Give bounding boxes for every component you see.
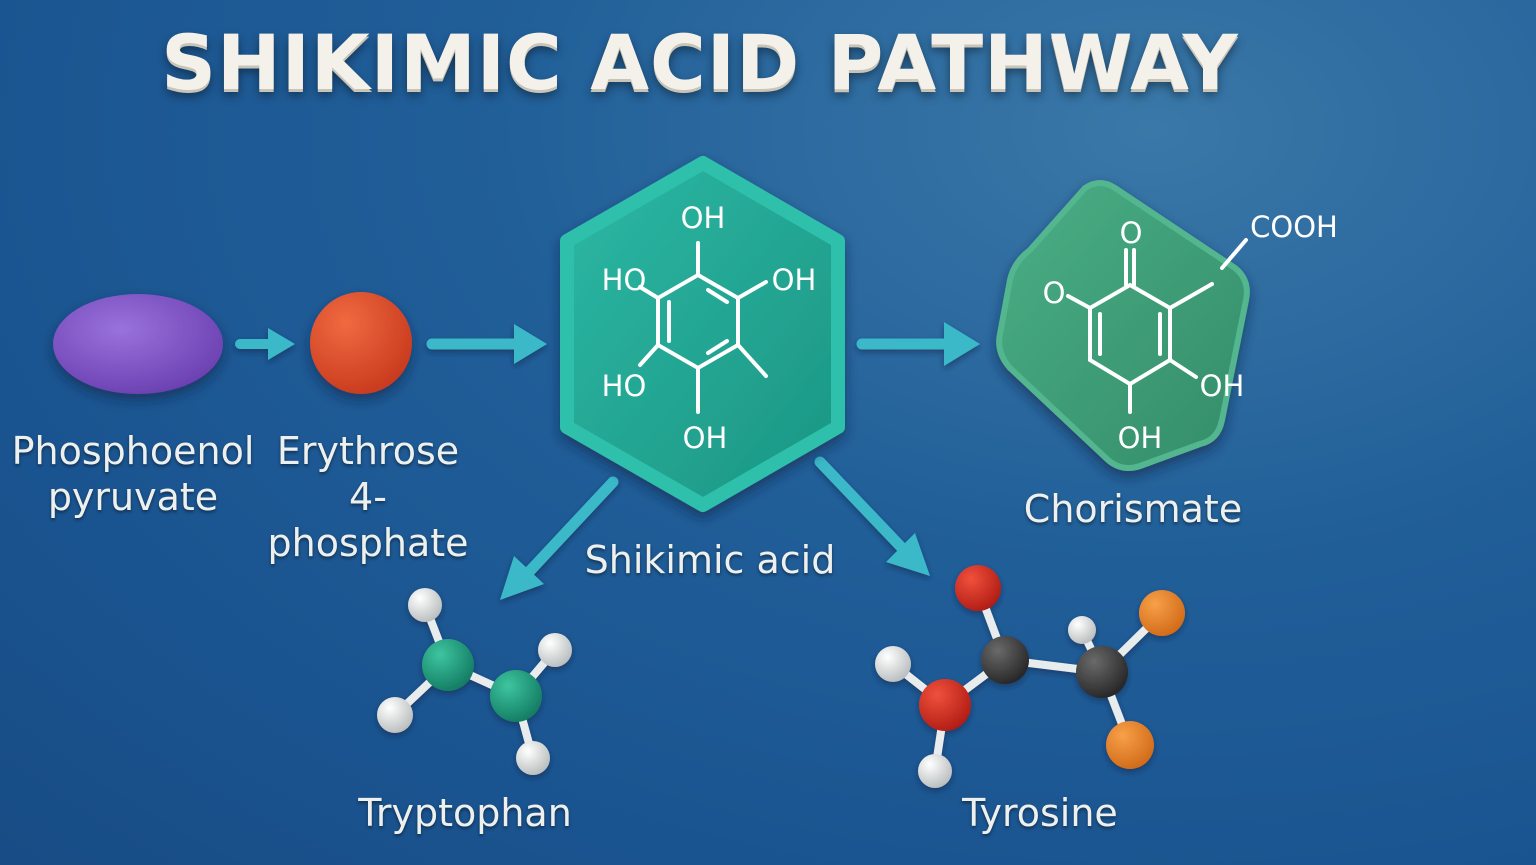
tryptophan-molecule [377, 588, 572, 775]
tyrosine-c-atom [981, 636, 1029, 684]
tyrosine-h-atom [1068, 616, 1096, 644]
chorismate-group-cooh: COOH [1250, 210, 1338, 244]
phosphoenolpyruvate-label-line1: Phosphoenol [11, 429, 255, 473]
tyrosine-o-atom [919, 679, 971, 731]
shikimic-group-lower-left: HO [602, 369, 647, 403]
erythrose-4-phosphate-label-line1: Erythrose [276, 429, 460, 473]
phosphoenolpyruvate-label: Phosphoenol pyruvate [10, 428, 256, 520]
arrow-shikimic-to-chorismate [856, 322, 980, 366]
tyrosine-o-atom [955, 565, 1001, 611]
chorismate-structure: O O COOH OH OH [996, 180, 1338, 471]
erythrose-4-phosphate-label: Erythrose 4-phosphate [250, 428, 486, 566]
phosphoenolpyruvate-shape [53, 294, 223, 394]
tyrosine-molecule [875, 565, 1185, 788]
chorismate-group-top: O [1120, 216, 1143, 250]
shikimic-acid-label: Shikimic acid [584, 538, 836, 582]
tryptophan-label: Tryptophan [358, 791, 572, 835]
shikimic-acid-structure: OH HO OH HO OH [560, 156, 845, 512]
chorismate-group-bottom: OH [1118, 421, 1163, 455]
tryptophan-h-atom [408, 588, 442, 622]
arrow-shikimic-to-tryptophan [500, 476, 619, 600]
tyrosine-label: Tyrosine [962, 791, 1118, 835]
tyrosine-orange-atom [1106, 721, 1154, 769]
arrow-e4p-to-shikimic [426, 324, 547, 364]
tryptophan-h-atom [538, 633, 572, 667]
tyrosine-orange-atom [1139, 590, 1185, 636]
shikimic-acid-hexagon [560, 156, 845, 512]
page-title: SHIKIMIC ACID PATHWAY [161, 18, 1239, 107]
erythrose-4-phosphate-label-line2: 4-phosphate [267, 475, 469, 565]
tyrosine-h-atom [918, 754, 952, 788]
chorismate-label: Chorismate [1023, 487, 1243, 531]
arrow-pep-to-e4p [235, 328, 295, 360]
erythrose-4-phosphate-shape [310, 292, 412, 394]
shikimic-group-upper-right: OH [772, 263, 817, 297]
tryptophan-atom [490, 670, 542, 722]
tyrosine-c-atom [1076, 646, 1128, 698]
tryptophan-h-atom [377, 697, 413, 733]
shikimic-group-upper-left: HO [602, 263, 647, 297]
shikimic-group-bottom: OH [683, 421, 728, 455]
shikimic-group-top: OH [681, 201, 726, 235]
chorismate-shape [996, 180, 1250, 471]
arrows [235, 322, 980, 600]
tryptophan-h-atom [516, 741, 550, 775]
chorismate-group-lower-right: OH [1200, 369, 1245, 403]
chorismate-group-left: O [1043, 276, 1066, 310]
arrow-shikimic-to-tyrosine [814, 456, 930, 576]
phosphoenolpyruvate-label-line2: pyruvate [47, 475, 219, 519]
tyrosine-h-atom [875, 646, 911, 682]
tryptophan-atom [422, 639, 474, 691]
